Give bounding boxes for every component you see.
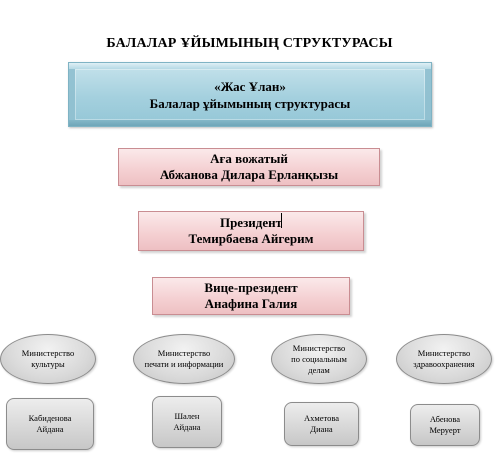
minister-name: Кабиденова Айдана bbox=[28, 413, 72, 434]
minister-health: Абенова Меруерт bbox=[410, 404, 480, 446]
minister-press-information: Шален Айдана bbox=[152, 396, 222, 448]
ministry-label: Министерство здравоохранения bbox=[413, 348, 475, 369]
ministry-label: Министерство по социальным делам bbox=[291, 342, 347, 375]
minister-name: Абенова Меруерт bbox=[429, 414, 461, 435]
ministry-press-information: Министерство печати и информации bbox=[133, 334, 235, 384]
vice-president-box: Вице-президент Анафина Галия bbox=[152, 277, 350, 315]
vice-president-role: Вице-президент bbox=[204, 280, 298, 295]
text-cursor bbox=[281, 213, 282, 228]
minister-name: Ахметова Диана bbox=[303, 413, 340, 434]
minister-social-affairs: Ахметова Диана bbox=[284, 402, 359, 446]
page-title: БАЛАЛАР ҰЙЫМЫНЫҢ СТРУКТУРАСЫ bbox=[106, 36, 393, 51]
minister-name: Шален Айдана bbox=[173, 411, 201, 432]
leader-box: Аға вожатый Абжанова Дилара Ерланқызы bbox=[118, 148, 380, 186]
minister-culture: Кабиденова Айдана bbox=[6, 398, 94, 450]
president-name: Темирбаева Айгерим bbox=[188, 231, 314, 246]
vice-president-name: Анафина Галия bbox=[204, 296, 298, 311]
ministry-health: Министерство здравоохранения bbox=[396, 334, 492, 384]
ministry-label: Министерство печати и информации bbox=[144, 348, 224, 369]
president-role: Президент bbox=[219, 215, 283, 230]
ministry-label: Министерство культуры bbox=[21, 348, 75, 369]
ministry-social-affairs: Министерство по социальным делам bbox=[271, 334, 367, 384]
banner-line-2: Балалар ұйымының структурасы bbox=[149, 95, 351, 111]
banner-line-1: «Жас Ұлан» bbox=[214, 78, 286, 94]
ministry-culture: Министерство культуры bbox=[0, 334, 96, 384]
leader-name: Абжанова Дилара Ерланқызы bbox=[159, 167, 339, 182]
organization-banner: «Жас Ұлан» Балалар ұйымының структурасы bbox=[68, 62, 432, 127]
leader-role: Аға вожатый bbox=[210, 151, 288, 166]
president-box: Президент Темирбаева Айгерим bbox=[138, 211, 364, 251]
